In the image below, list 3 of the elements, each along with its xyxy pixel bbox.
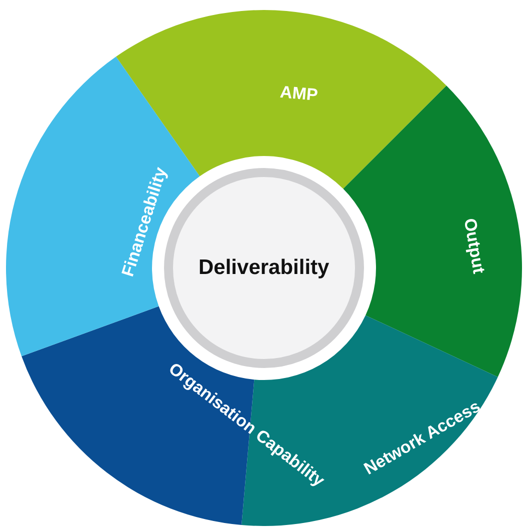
segment-label: Output <box>459 216 489 276</box>
segment-label: AMP <box>279 82 319 106</box>
center-label: Deliverability <box>198 256 330 280</box>
